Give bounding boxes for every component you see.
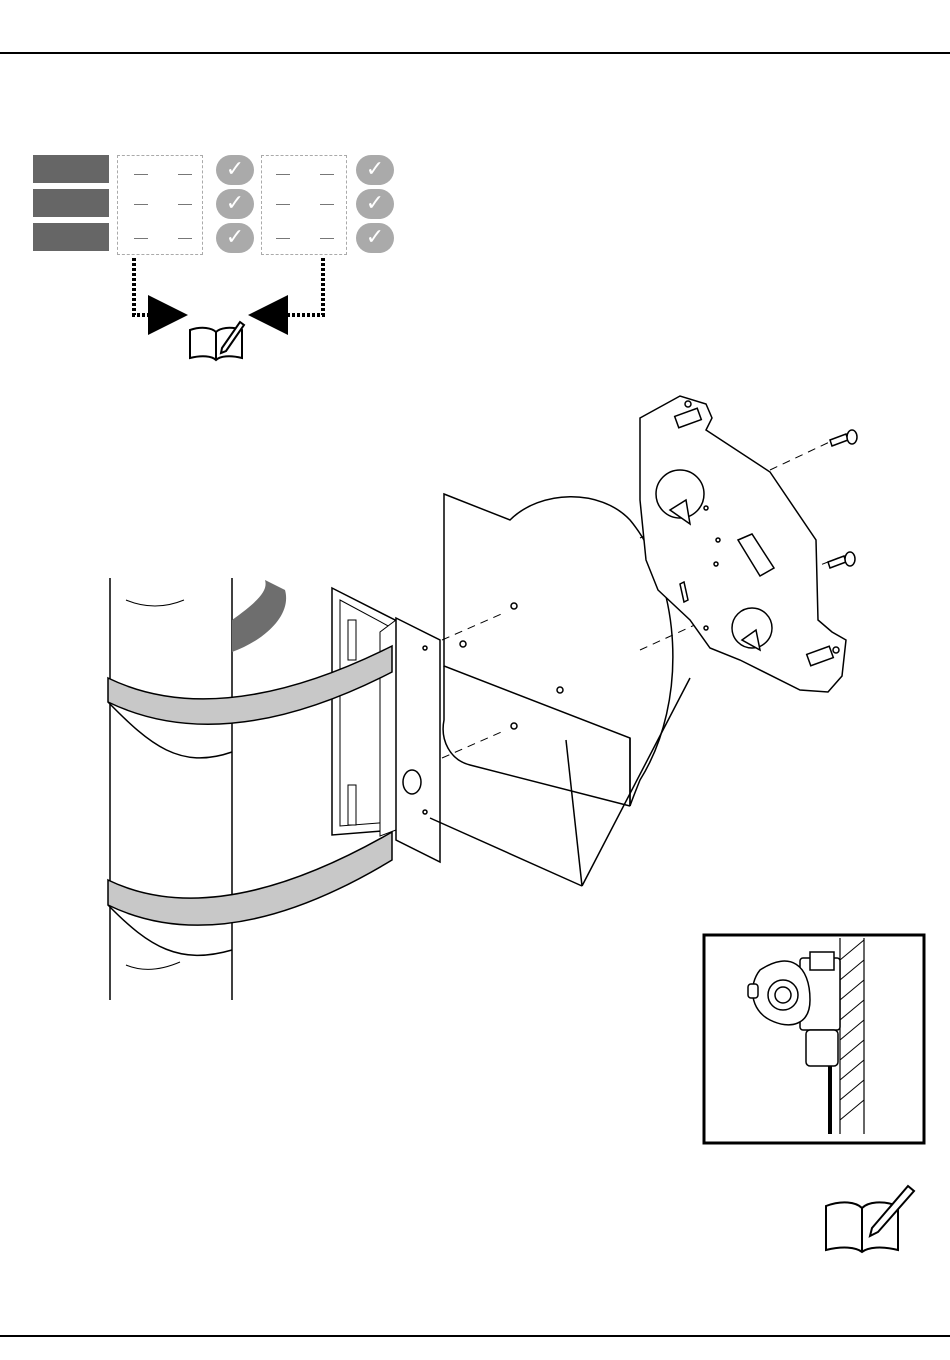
manual-book-pen-icon [0, 0, 950, 1360]
